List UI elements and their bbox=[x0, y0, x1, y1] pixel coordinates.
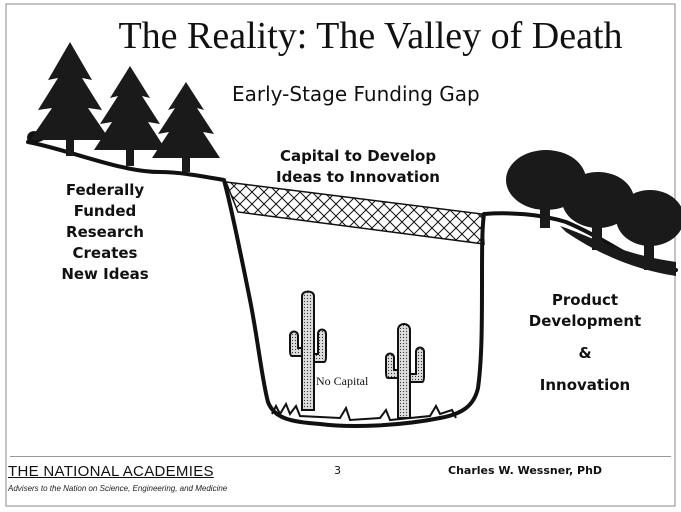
organization-tagline: Advisers to the Nation on Science, Engin… bbox=[8, 484, 228, 493]
research-label: Federally Funded Research Creates New Id… bbox=[40, 180, 170, 285]
page-number: 3 bbox=[334, 464, 341, 477]
research-label-line: Research bbox=[66, 223, 144, 241]
research-label-line: Creates bbox=[72, 244, 138, 262]
deciduous-tree-icon bbox=[506, 150, 681, 276]
organization-logo-text: THE NATIONAL ACADEMIES bbox=[8, 463, 214, 480]
research-label-line: Federally bbox=[65, 181, 145, 199]
valley-grass bbox=[271, 401, 457, 422]
bridge-label-line: Capital to Develop bbox=[279, 147, 437, 165]
no-capital-label: No Capital bbox=[316, 374, 369, 388]
bridge-label: Capital to Develop Ideas to Innovation bbox=[248, 146, 468, 188]
footer-divider bbox=[10, 456, 671, 457]
product-label-line: Development bbox=[528, 312, 642, 330]
author-name: Charles W. Wessner, PhD bbox=[448, 464, 603, 477]
slide-subtitle: Early-Stage Funding Gap bbox=[232, 82, 480, 106]
product-label-line: Product bbox=[551, 291, 619, 309]
slide-border bbox=[5, 3, 676, 507]
research-label-line: New Ideas bbox=[61, 265, 149, 283]
capital-bridge bbox=[224, 181, 485, 245]
bridge-label-line: Ideas to Innovation bbox=[276, 168, 440, 186]
product-label-line: Innovation bbox=[539, 376, 631, 394]
cactus-icon bbox=[289, 290, 425, 419]
product-label: Product Development & Innovation bbox=[510, 290, 660, 396]
slide-title: The Reality: The Valley of Death bbox=[118, 15, 623, 57]
product-label-line: & bbox=[578, 344, 592, 362]
valley-outline bbox=[26, 140, 678, 428]
research-label-line: Funded bbox=[73, 202, 137, 220]
pine-tree-icon bbox=[30, 42, 220, 172]
